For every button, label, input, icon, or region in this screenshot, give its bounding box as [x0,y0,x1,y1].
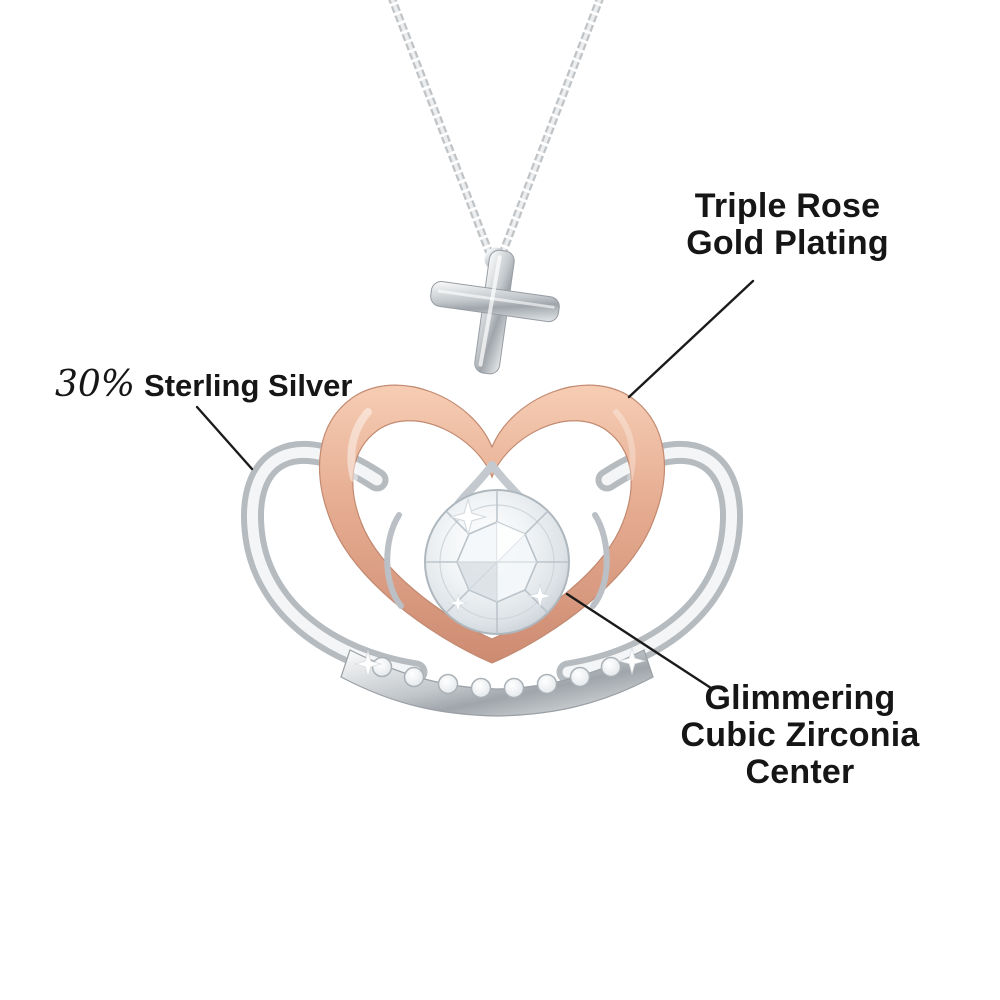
silver-percent: 30% [55,364,136,405]
crown-arm-right [556,441,744,684]
leader-line-rose-gold [627,279,755,399]
annotation-sterling-silver: 30%Sterling Silver [55,364,352,405]
annotation-rose-gold-plating: Triple Rose Gold Plating [650,188,925,262]
zirconia-stone [424,489,570,635]
rose-gold-heart [319,384,665,664]
crown-base-band [340,647,654,717]
annotation-line: Cubic Zirconia [680,716,920,754]
annotation-line: Gold Plating [686,224,889,262]
annotation-cubic-zirconia: Glimmering Cubic Zirconia Center [655,680,945,791]
silver-label: Sterling Silver [144,368,353,403]
cross-topper [430,249,560,375]
leader-line-silver [195,405,254,471]
crown-arm-left [240,441,428,684]
annotation-line: Glimmering [704,679,896,717]
band-crystals [371,656,622,699]
annotation-line: Triple Rose [694,187,881,225]
annotation-line: Center [745,753,855,791]
necklace-chain [388,0,604,271]
leader-line-zirconia [565,592,713,690]
